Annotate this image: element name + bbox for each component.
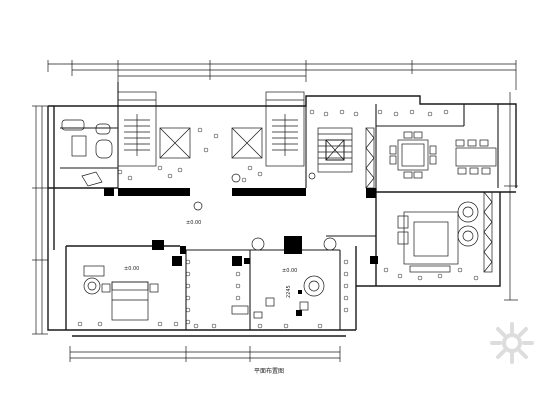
column-strips — [365, 127, 493, 273]
top-dimension-lines — [47, 60, 517, 90]
stair-core-right — [231, 91, 305, 167]
interior-walls — [60, 82, 499, 330]
planter-dots — [77, 109, 479, 329]
restroom — [61, 119, 113, 187]
study-room — [231, 275, 325, 319]
level-label-bedroom: ±0.00 — [124, 266, 139, 272]
stair-core-left — [117, 91, 191, 167]
foyer-furniture — [193, 172, 337, 251]
bottom-dimension-lines — [69, 346, 341, 362]
dimension-label: 2245 — [286, 285, 292, 298]
stairwell-center — [317, 127, 353, 173]
dining-area — [389, 131, 497, 179]
lounge-sofa-set — [397, 201, 479, 273]
level-label-study: ±0.00 — [282, 268, 297, 274]
wall-hatch-fills — [104, 188, 378, 316]
drawing-caption: 平面布置图 — [254, 367, 284, 375]
left-dimension-lines — [32, 105, 48, 335]
level-label-foyer: ±0.00 — [186, 220, 201, 226]
gear-logo-icon — [490, 322, 534, 364]
bedroom — [83, 265, 159, 321]
